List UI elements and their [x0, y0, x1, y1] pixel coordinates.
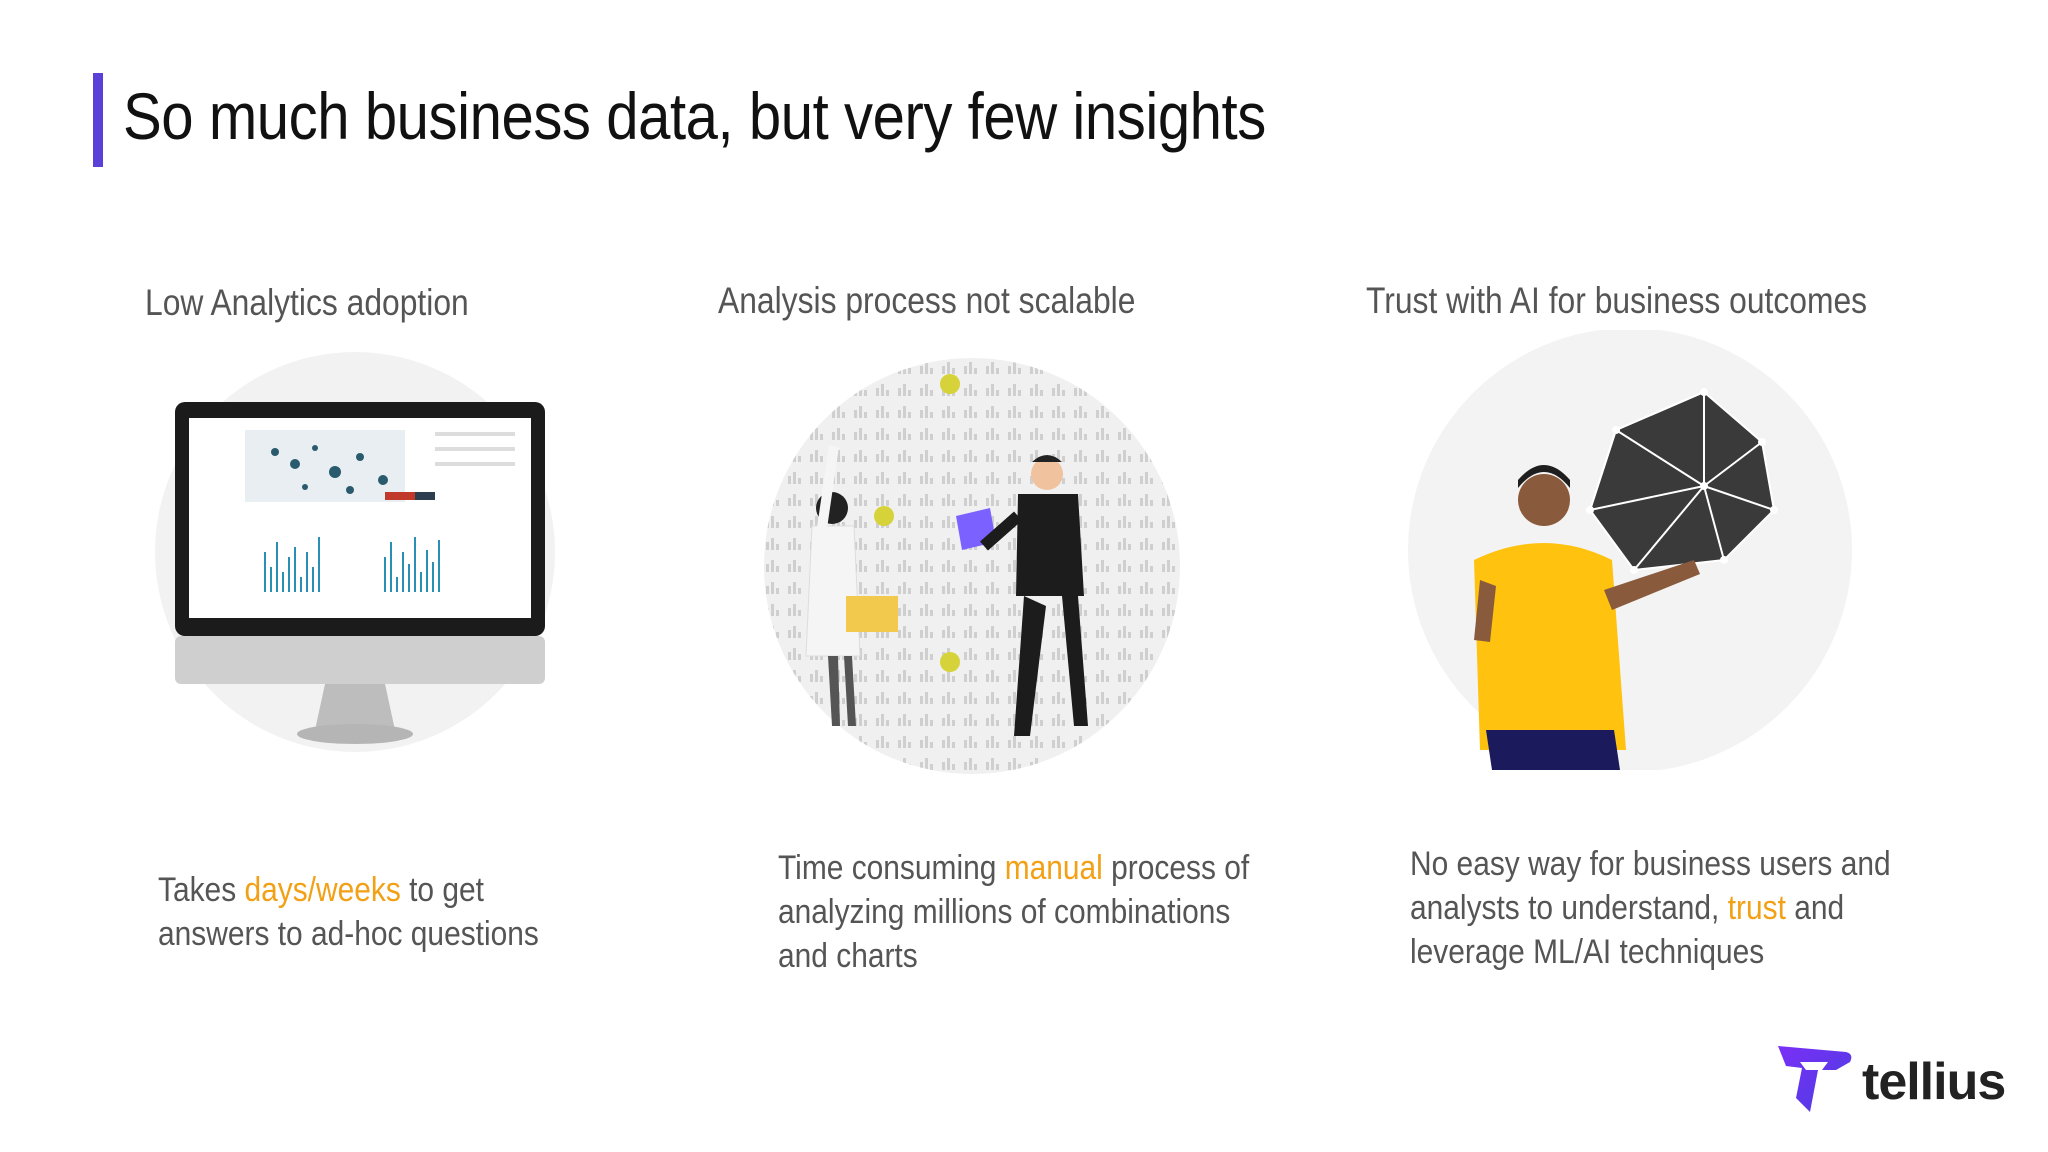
tellius-logo-icon — [1778, 1046, 1852, 1112]
monitor-dashboard-icon — [155, 352, 555, 752]
tellius-logo-text: tellius — [1862, 1053, 2006, 1111]
title-accent-bar — [93, 73, 103, 167]
column-1-heading: Low Analytics adoption — [145, 282, 469, 323]
column-3-heading: Trust with AI for business outcomes — [1366, 280, 1868, 321]
slide-title: So much business data, but very few insi… — [123, 79, 1266, 153]
column-2-text: Time consuming manual process of analyzi… — [778, 849, 1250, 975]
column-3-text: No easy way for business users and analy… — [1410, 845, 1891, 971]
column-1-text: Takes days/weeks to get answers to ad-ho… — [158, 871, 539, 953]
column-2-heading: Analysis process not scalable — [718, 280, 1136, 321]
people-with-charts-icon — [764, 358, 1180, 774]
person-with-ai-polyhedron-icon — [1408, 330, 1852, 770]
